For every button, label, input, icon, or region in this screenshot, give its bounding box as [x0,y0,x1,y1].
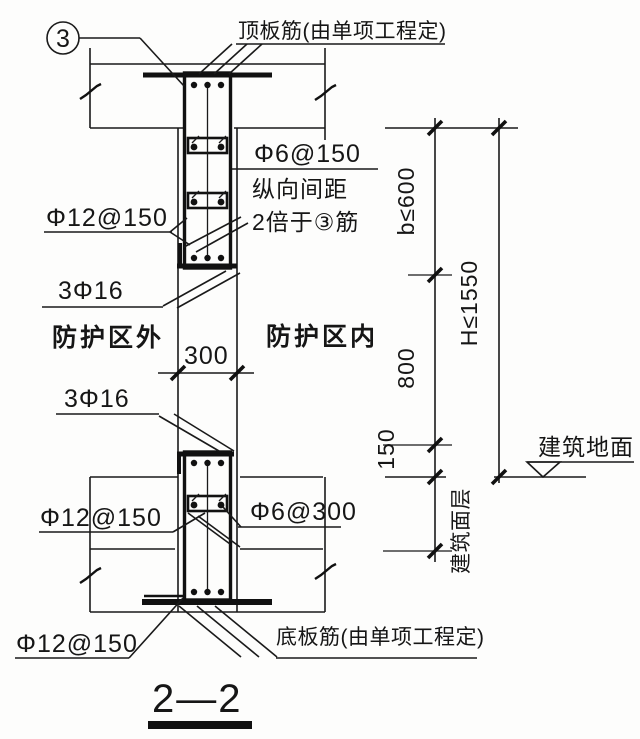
spacing-note-line1: 纵向间距 [252,176,348,202]
annotation-bottom-slab-rebar: 底板筋(由单项工程定) [178,605,485,659]
ground-triangle-icon [524,461,563,479]
section-title: 2—2 [148,677,252,729]
top-slab-rebar-label: 顶板筋(由单项工程定) [238,20,447,43]
section-title-text: 2—2 [152,677,243,721]
rebar-callout-3: 3 [46,21,185,87]
break-mark [79,566,102,584]
annotation-upper-dowels: 3Φ16 [42,277,163,308]
dim-b600: b≤600 [393,167,419,236]
upper-wall-bars-label: Φ12@150 [46,204,168,232]
structure-outline [79,48,337,613]
annotation-bottom-slab-bars: Φ12@150 [15,597,184,659]
floor-finish-label: 建筑面层 [450,488,473,574]
break-mark [314,562,337,580]
dim-800: 800 [393,347,419,388]
break-mark [314,83,337,101]
lower-hoop-label: Φ6@300 [250,498,357,526]
title-underline [148,721,252,729]
annotation-lower-wall-bars: Φ12@150 [39,504,206,533]
annotation-top-slab-rebar: 顶板筋(由单项工程定) [198,20,447,75]
upper-dowels-label: 3Φ16 [58,277,124,305]
bottom-slab-rebar-label: 底板筋(由单项工程定) [276,626,485,649]
lower-wall-bars-label: Φ12@150 [40,504,162,532]
upper-hoop-label: Φ6@150 [254,140,361,168]
lap-splice-diagonals [158,270,241,452]
lower-dowels-label: 3Φ16 [64,385,130,413]
zone-inside-label: 防护区内 [266,323,378,351]
callout-number: 3 [56,25,70,53]
break-mark [79,82,102,100]
wall-width-value: 300 [184,342,229,370]
zone-outside-label: 防护区外 [52,323,164,352]
dimension-chain-right: b≤600 H≤1550 800 150 建筑面层 [373,118,586,574]
dim-h1550: H≤1550 [456,260,482,346]
annotation-upper-wall-bars: Φ12@150 [44,204,191,246]
ground-level-symbol: 建筑地面 [524,434,634,479]
annotation-lower-dowels: 3Φ16 [56,385,159,415]
dimension-wall-300: 300 [158,342,254,382]
top-rebar-cage [143,71,272,270]
annotation-lower-hoop: Φ6@300 [222,498,357,528]
spacing-note-line2: 2倍于③筋 [252,209,359,235]
bottom-slab-bars-label: Φ12@150 [16,630,138,658]
ground-label: 建筑地面 [538,434,634,460]
annotation-upper-hoop: Φ6@150 纵向间距 2倍于③筋 [232,140,378,235]
dim-150: 150 [373,428,399,469]
